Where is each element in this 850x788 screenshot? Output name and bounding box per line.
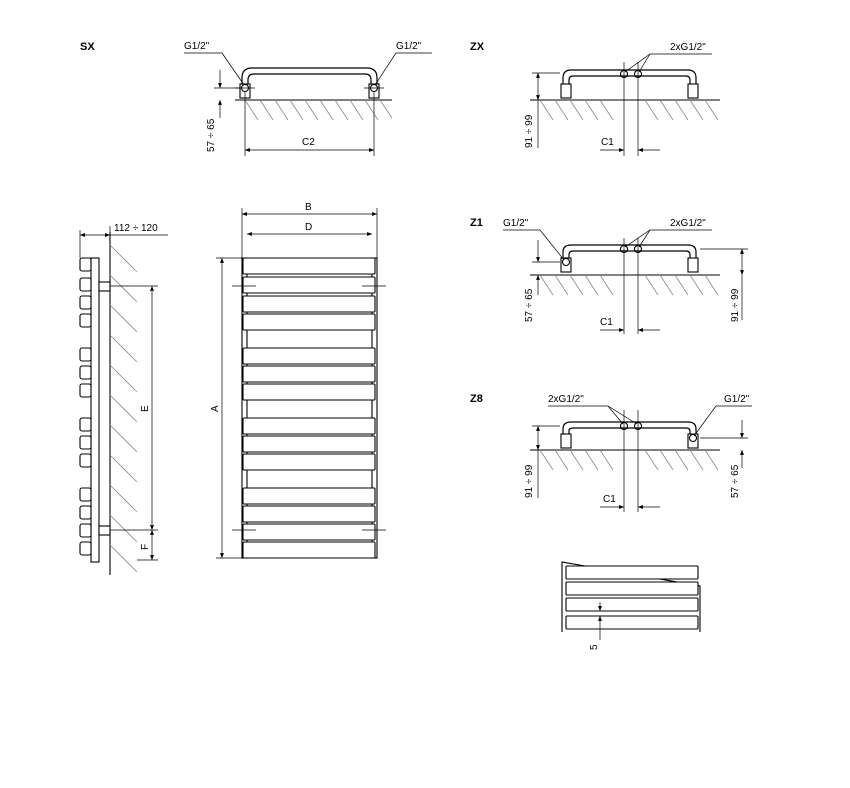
z1-hatch [539, 274, 719, 296]
side-wall-hatch [109, 244, 138, 573]
z8-dim-57-65: 57 ÷ 65 [730, 464, 741, 498]
sx-hatch [244, 99, 393, 121]
sx-g12-right-label: G1/2" [396, 41, 422, 52]
bar-gap-detail: 5 [561, 561, 701, 650]
zx-hatch [539, 99, 719, 121]
section-label-z1: Z1 [470, 217, 483, 229]
z8-2xg12-label: 2xG1/2" [548, 394, 584, 405]
side-view: 112 ÷ 120 E F [79, 223, 168, 575]
zx-2xg12-label: 2xG1/2" [670, 42, 706, 53]
z8-hatch [539, 449, 719, 471]
sx-dim-57-65: 57 ÷ 65 [206, 118, 217, 152]
z8-dim-91-99: 91 ÷ 99 [524, 464, 535, 498]
front-dim-b: B [305, 202, 312, 213]
z8-connection-view: Z8 2xG1/2" G1/2" [470, 393, 752, 512]
sx-g12-left-label: G1/2" [184, 41, 210, 52]
z8-dim-c1: C1 [603, 494, 616, 505]
section-label-zx: ZX [470, 41, 485, 53]
z8-g12-label: G1/2" [724, 394, 750, 405]
z1-2xg12-label: 2xG1/2" [670, 218, 706, 229]
front-view: B D A [210, 202, 386, 559]
sx-connection-view: SX G1/2" G1/2" [80, 41, 432, 156]
side-dim-f: F [140, 544, 151, 550]
z1-g12-label: G1/2" [503, 218, 529, 229]
detail-dim-5: 5 [589, 644, 600, 650]
section-label-z8: Z8 [470, 393, 483, 405]
side-dim-e: E [140, 405, 151, 412]
z1-connection-view: Z1 G1/2" 2xG1/2" [470, 217, 748, 334]
front-dim-d: D [305, 222, 312, 233]
z1-dim-c1: C1 [600, 317, 613, 328]
side-dim-112-120: 112 ÷ 120 [114, 223, 158, 234]
zx-dim-91-99: 91 ÷ 99 [524, 114, 535, 148]
z1-dim-57-65: 57 ÷ 65 [524, 288, 535, 322]
section-label-sx: SX [80, 41, 95, 53]
sx-dim-c2: C2 [302, 137, 315, 148]
zx-dim-c1: C1 [601, 137, 614, 148]
front-dim-a: A [210, 405, 221, 412]
z1-dim-91-99: 91 ÷ 99 [730, 288, 741, 322]
zx-connection-view: ZX 2xG1/2" 91 ÷ 99 [470, 41, 720, 156]
